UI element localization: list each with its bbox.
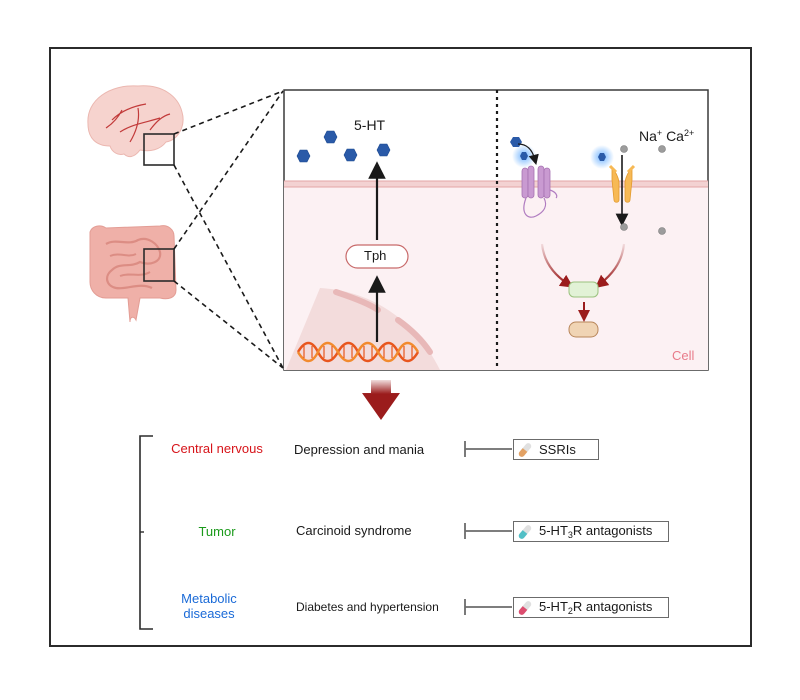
drug-5ht2r-antagonists: 5-HT2R antagonists [513,597,669,618]
gpcr-receptor-icon [521,165,558,218]
mechanism-panel [283,89,709,371]
serotonin-hexagon [376,143,391,157]
ions [620,145,666,235]
signal-effector-node [568,281,599,298]
ion-dot [658,227,666,235]
drug-name: 5-HT2R antagonists [539,599,653,616]
disease-diabetes: Diabetes and hypertension [296,600,439,614]
sodium-label: Na [639,128,657,144]
drug-5ht3r-antagonists: 5-HT3R antagonists [513,521,669,542]
brain-zoom-box [143,133,175,166]
figure-frame [49,47,752,647]
category-tumor: Tumor [198,524,236,539]
cell-label: Cell [672,348,695,363]
bound-serotonin [598,153,606,161]
drug-ssris: SSRIs [513,439,599,460]
ion-dot [658,145,666,153]
inhibition-lines [464,441,512,615]
ion-dot [620,223,628,231]
capsule-icon [518,524,532,539]
capsule-icon [518,442,532,457]
drug-name: 5-HT3R antagonists [539,523,653,540]
tph-enzyme-pill [345,244,409,269]
zoom-lines [173,90,284,369]
sodium-charge: + [656,128,663,138]
tph-label: Tph [364,248,387,263]
calcium-label: Ca [666,128,684,144]
big-down-arrow [362,380,400,420]
calcium-charge: 2+ [683,128,695,138]
category-central-nervous: Central nervous [171,441,263,456]
ion-channel-icon [608,164,636,203]
ion-dot [620,145,628,153]
disease-carcinoid: Carcinoid syndrome [296,523,412,538]
capsule-icon [518,600,532,615]
signal-arrow-right [594,243,626,289]
bound-serotonin [520,152,528,160]
serotonin-hexagon [323,130,338,144]
disease-depression: Depression and mania [294,442,425,457]
serotonin-hexagon [343,148,358,162]
brain-illustration [87,85,184,166]
intestine-illustration [89,225,177,323]
downstream-output-node [568,321,599,338]
serotonin-hexagon [296,149,311,163]
ion-label: Na+ Ca2+ [639,128,694,144]
intestine-zoom-box [143,248,175,282]
signal-arrow-left [540,243,574,288]
dna-icon [296,341,420,363]
serotonin-label: 5-HT [354,117,386,133]
drug-name: SSRIs [539,442,576,457]
serotonin-molecules [296,130,391,163]
